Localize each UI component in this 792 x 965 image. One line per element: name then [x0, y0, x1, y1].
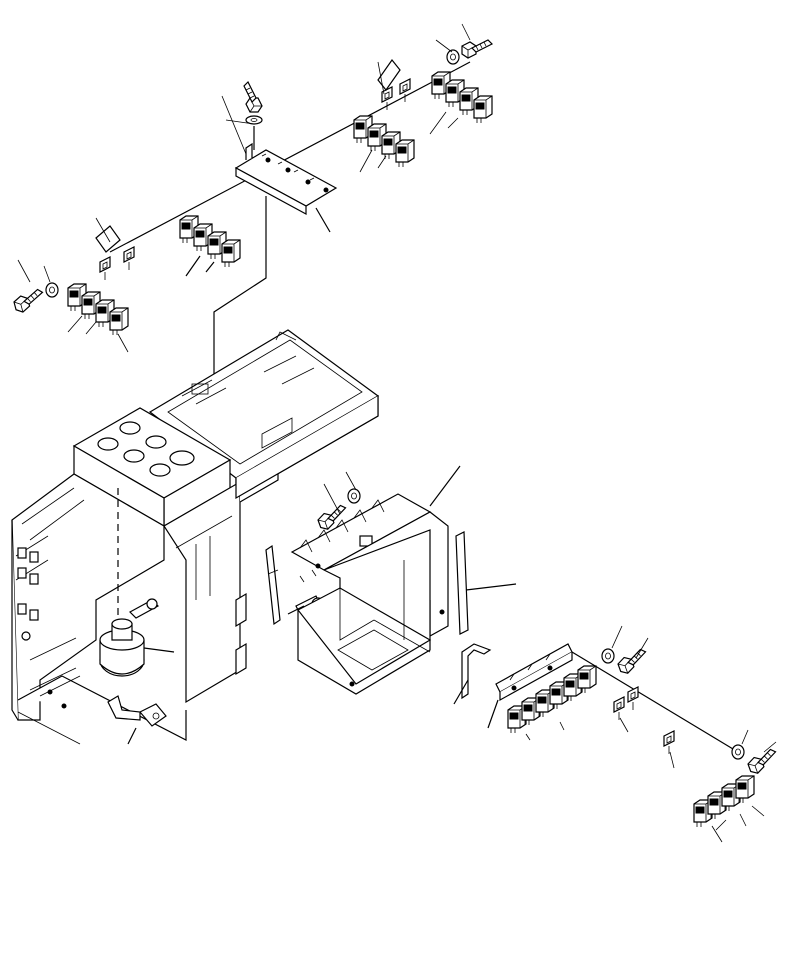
leader-bolt-mid	[635, 637, 649, 659]
relay-pack-top-right	[431, 71, 493, 124]
connection-line	[213, 196, 267, 388]
bolt-top-right	[461, 39, 493, 59]
upper-harness-line	[109, 61, 471, 253]
leader-upper-center	[185, 255, 215, 277]
key-switch	[99, 598, 175, 677]
bolt-lower-mid	[615, 647, 651, 676]
washer-top-right	[446, 49, 460, 65]
bent-rod	[453, 643, 492, 705]
clip-lower-c	[663, 730, 675, 755]
bolt-left	[11, 287, 47, 315]
fuse-box	[290, 465, 461, 695]
clip-lower-b	[627, 686, 639, 711]
leader-clip-c	[669, 751, 675, 769]
lower-harness-line	[571, 651, 739, 753]
relay-pack-lower-middle	[507, 665, 597, 741]
relay-pack-upper-center	[179, 215, 241, 268]
mount-strip	[265, 544, 281, 626]
washer-left	[45, 282, 59, 298]
leaders-upper-left	[17, 23, 471, 353]
clip-lower-a	[613, 696, 625, 721]
relay-pack-upper-left	[67, 283, 129, 336]
leader-clip-a	[619, 717, 629, 733]
leader-washer-mid	[611, 625, 623, 649]
leader-washer-right	[741, 729, 749, 745]
clip-top-right	[377, 58, 411, 111]
leader-bracket	[315, 207, 331, 233]
washer-lower-mid	[601, 648, 615, 664]
washer-lower-right	[731, 744, 745, 760]
wire-clamp	[107, 695, 167, 745]
washer-top-center	[245, 115, 263, 125]
seal-strip	[455, 531, 517, 635]
relay-pack-lower-right	[693, 775, 765, 843]
clip-upper-left	[95, 225, 135, 281]
relay-bracket-top	[234, 142, 338, 216]
bolt-top-center	[243, 81, 263, 113]
bolt-lower-right	[745, 747, 781, 776]
leader-bolt-right	[763, 741, 777, 753]
cab-frame	[11, 329, 380, 745]
